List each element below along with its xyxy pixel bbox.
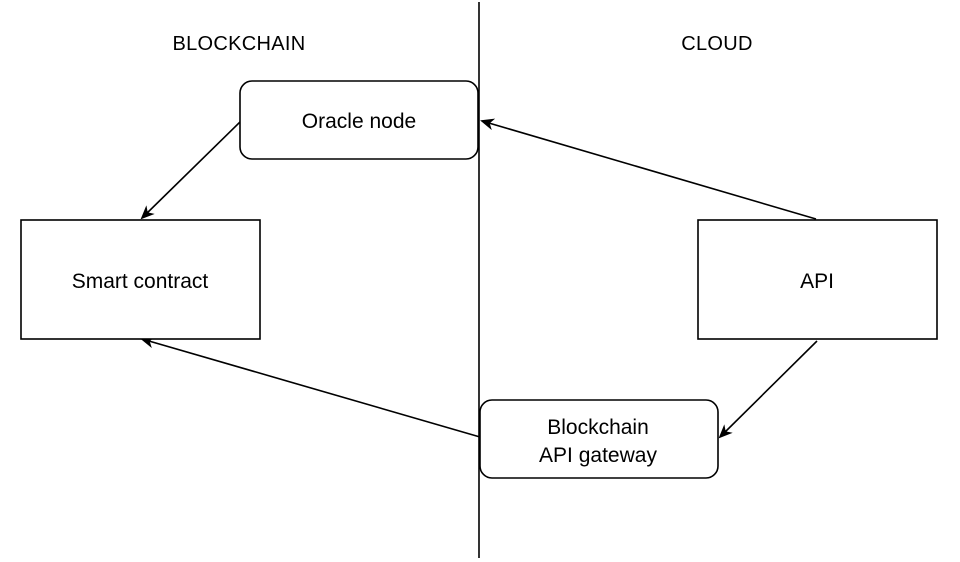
- blockchain-api-gateway-label-line2: API gateway: [539, 444, 657, 467]
- blockchain-api-gateway-node[interactable]: Blockchain API gateway: [479, 399, 719, 479]
- blockchain-api-gateway-label-line1: Blockchain: [547, 416, 649, 439]
- api-node[interactable]: API: [697, 219, 938, 340]
- edge-oracle-to-smart-contract: [140, 121, 241, 220]
- blockchain-section-label: BLOCKCHAIN: [172, 33, 305, 55]
- oracle-node[interactable]: Oracle node: [239, 80, 479, 160]
- oracle-node-label: Oracle node: [302, 110, 416, 133]
- api-box: [697, 219, 938, 340]
- smart-contract-box: [20, 219, 261, 340]
- smart-contract-node[interactable]: Smart contract: [20, 219, 261, 340]
- edge-gateway-to-smart-contract: [140, 336, 481, 438]
- blockchain-api-gateway-box: [479, 399, 719, 479]
- cloud-section-label: CLOUD: [681, 33, 753, 55]
- api-label: API: [800, 270, 834, 293]
- edge-api-to-gateway: [718, 340, 818, 439]
- edge-api-to-oracle: [480, 118, 817, 220]
- oracle-node-box: [239, 80, 479, 160]
- smart-contract-label: Smart contract: [72, 270, 209, 293]
